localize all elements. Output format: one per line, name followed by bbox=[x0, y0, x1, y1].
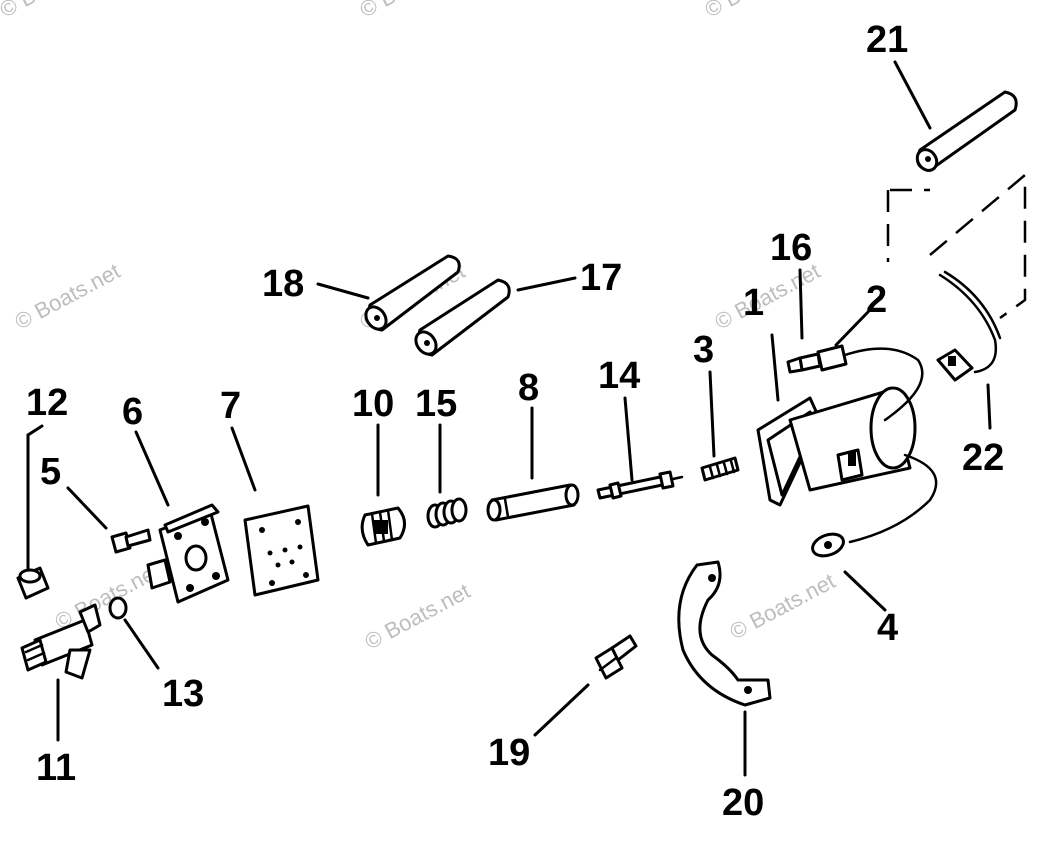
assembly-dash-line bbox=[886, 172, 1027, 320]
callout-5: 5 bbox=[40, 451, 61, 493]
part-22-clip bbox=[936, 270, 1002, 382]
callout-19: 19 bbox=[488, 732, 530, 774]
callout-22: 22 bbox=[962, 437, 1004, 479]
watermark-text: © Boats.net bbox=[51, 558, 165, 634]
part-14-pin bbox=[596, 470, 684, 500]
leader-lines bbox=[26, 60, 992, 777]
part-11-fitting bbox=[20, 603, 102, 680]
callout-10: 10 bbox=[352, 383, 394, 425]
part-21-sleeve bbox=[915, 90, 1018, 172]
part-8-plunger bbox=[486, 483, 580, 522]
callout-17: 17 bbox=[580, 257, 622, 299]
part-16-terminal bbox=[786, 356, 804, 374]
callout-16: 16 bbox=[770, 227, 812, 269]
part-17-sleeve bbox=[414, 278, 511, 357]
callout-14: 14 bbox=[598, 355, 640, 397]
callout-6: 6 bbox=[122, 391, 143, 433]
callout-18: 18 bbox=[262, 263, 304, 305]
watermark-text: © Boats.net bbox=[361, 578, 475, 654]
callout-4: 4 bbox=[877, 607, 898, 649]
part-13-o-ring bbox=[108, 596, 128, 620]
watermark-text: © Boats.net bbox=[356, 0, 470, 22]
part-7-gasket bbox=[243, 504, 320, 597]
callout-13: 13 bbox=[162, 673, 204, 715]
callout-7: 7 bbox=[220, 385, 241, 427]
watermark-text: © Boats.net bbox=[726, 568, 840, 644]
part-1-solenoid bbox=[756, 386, 917, 507]
callout-8: 8 bbox=[518, 367, 539, 409]
watermark-text: © Boats.net bbox=[711, 258, 825, 334]
callout-15: 15 bbox=[415, 383, 457, 425]
callout-21: 21 bbox=[866, 19, 908, 61]
callout-3: 3 bbox=[693, 329, 714, 371]
part-15-spring bbox=[426, 497, 468, 529]
watermark-text: © Boats.net bbox=[0, 0, 109, 22]
part-10-coil bbox=[360, 506, 406, 547]
part-12-cap bbox=[16, 566, 50, 600]
callout-12: 12 bbox=[26, 382, 68, 424]
part-5-screw bbox=[110, 528, 152, 554]
callout-11: 11 bbox=[36, 747, 76, 789]
callout-2: 2 bbox=[866, 279, 887, 321]
part-4-ground-wire bbox=[811, 453, 938, 558]
part-20-clamp bbox=[677, 560, 772, 707]
part-3-spring bbox=[700, 456, 740, 482]
watermark-text: © Boats.net bbox=[701, 0, 815, 22]
part-6-housing bbox=[146, 503, 230, 604]
callout-1: 1 bbox=[743, 282, 764, 324]
watermark-text: © Boats.net bbox=[11, 258, 125, 334]
part-18-sleeve bbox=[364, 254, 461, 332]
part-19-screw bbox=[594, 634, 638, 680]
callout-20: 20 bbox=[722, 782, 764, 824]
part-2-lead-wire bbox=[798, 344, 924, 422]
